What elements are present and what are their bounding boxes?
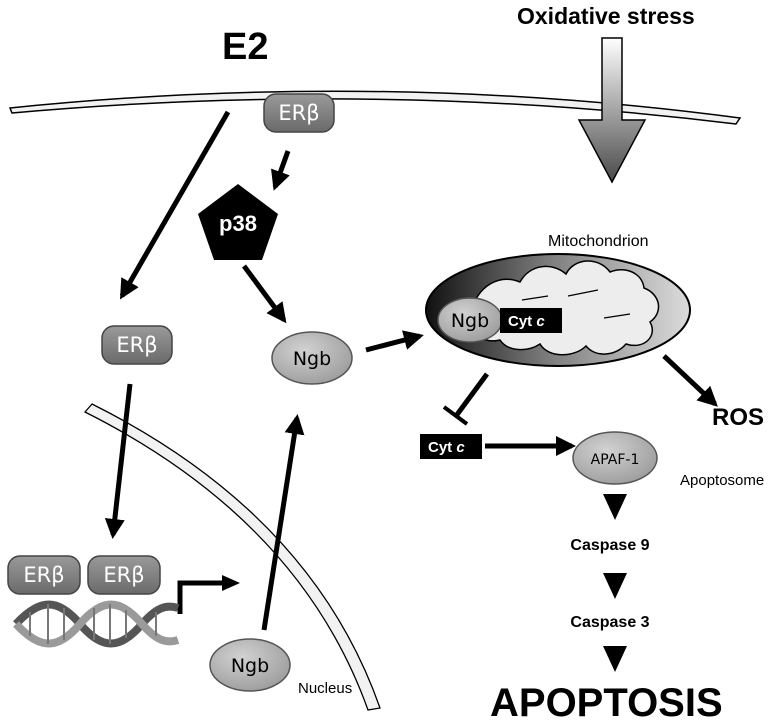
p38-label: p38 <box>219 211 257 236</box>
erb-dimer-right-label: ERβ <box>103 563 144 587</box>
nucleus-label: Nucleus <box>298 680 352 697</box>
apoptosome-label: Apoptosome <box>680 472 764 489</box>
arrow-erb-to-p38 <box>271 150 291 191</box>
caspase3-label: Caspase 3 <box>570 614 649 631</box>
erb-dimer-right-pill: ERβ <box>87 555 161 595</box>
e2-label: E2 <box>222 26 268 68</box>
erb-membrane-pill: ERβ <box>263 93 335 133</box>
cyt-c-mito-label: Cyt c <box>508 313 545 330</box>
arrow-mitochondrion-to-ros <box>662 354 718 407</box>
apaf1-oval: APAF-1 <box>572 431 658 485</box>
erb-cytoplasm-label: ERβ <box>116 333 157 357</box>
erb-membrane-label: ERβ <box>278 101 319 125</box>
erb-dimer-left-pill: ERβ <box>7 555 81 595</box>
erb-cytoplasm-pill: ERβ <box>101 325 173 365</box>
arrow-ngb-to-mitochondrion <box>365 330 424 353</box>
arrow-nuclear-ngb-to-ngb <box>261 414 305 631</box>
ngb-cytoplasm-oval: Ngb <box>271 331 353 385</box>
ros-label: ROS <box>712 404 764 431</box>
mitochondrion-label: Mitochondrion <box>548 233 649 250</box>
cell-membrane <box>8 90 742 125</box>
ngb-nuclear-label: Ngb <box>231 655 269 677</box>
triangle-apaf-to-casp9 <box>603 494 627 520</box>
inhibition-symbol <box>442 372 490 426</box>
triangle-casp3-to-apoptosis <box>603 646 627 672</box>
cyt-c-released-label: Cyt c <box>428 439 465 456</box>
triangle-casp9-to-casp3 <box>603 573 627 599</box>
ngb-nuclear-oval: Ngb <box>209 638 291 692</box>
nuclear-membrane <box>83 403 381 711</box>
caspase9-label: Caspase 9 <box>570 537 649 554</box>
ngb-cytoplasm-label: Ngb <box>293 348 331 370</box>
apaf1-label: APAF-1 <box>591 452 640 468</box>
p38-pentagon: p38 <box>198 184 278 260</box>
oxidative-stress-arrow <box>577 37 647 184</box>
cyt-c-released-box: Cyt c <box>420 434 482 459</box>
ngb-mito-label: Ngb <box>451 310 489 332</box>
mitochondrion-icon: Ngb Cyt c <box>425 253 691 367</box>
oxidative-stress-label: Oxidative stress <box>517 3 695 29</box>
promoter-arrow <box>177 575 240 614</box>
arrow-membrane-to-erb <box>119 110 231 300</box>
dna-helix-icon <box>13 600 180 648</box>
apoptosis-label: APOPTOSIS <box>490 681 723 723</box>
arrow-p38-to-ngb <box>241 264 287 324</box>
erb-dimer-left-label: ERβ <box>23 563 64 587</box>
arrow-erb-to-dimer <box>104 383 133 539</box>
